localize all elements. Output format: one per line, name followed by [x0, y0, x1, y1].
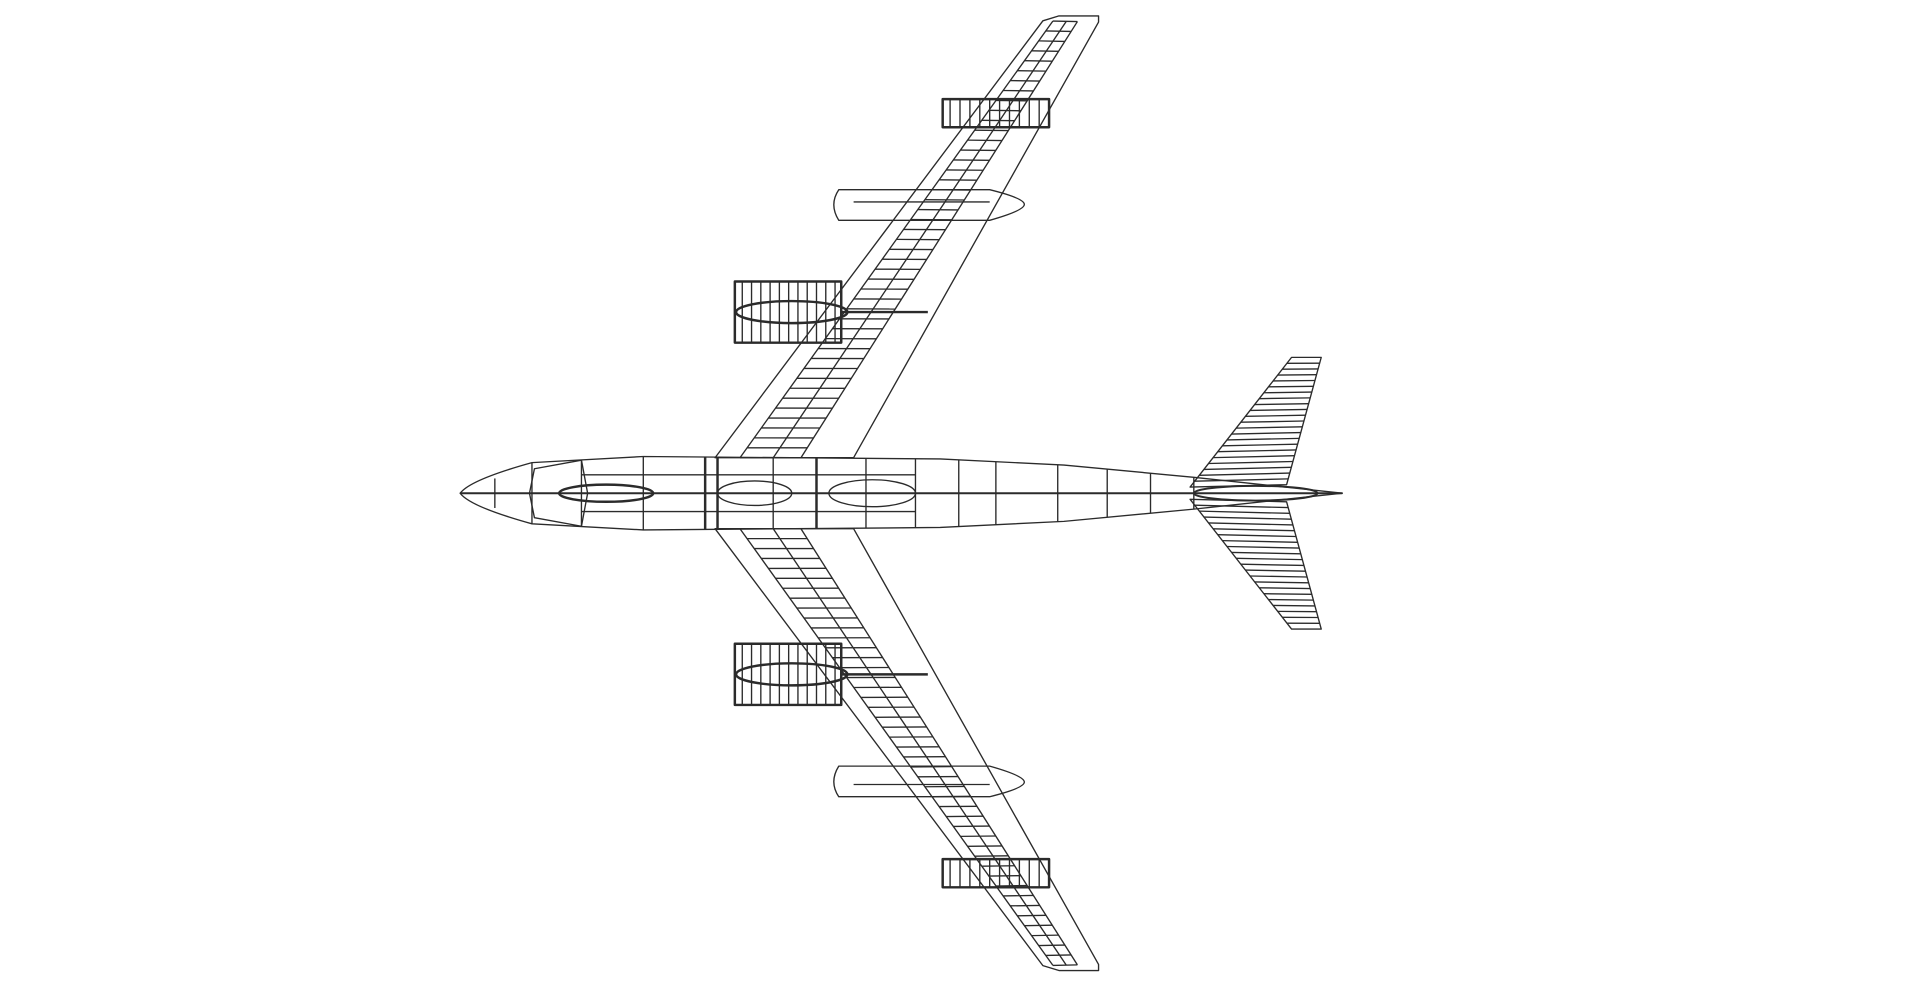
horizontal-stabilizer [1189, 356, 1322, 488]
stabilizer-rib [1208, 460, 1293, 465]
drop-tank-outline [833, 189, 1026, 221]
cockpit-detail [557, 483, 655, 504]
aircraft-half-mirrored [458, 491, 1344, 972]
stabilizer-rib [1259, 397, 1311, 400]
stabilizer-rib [1236, 426, 1303, 429]
stabilizer-rib [1222, 443, 1298, 447]
outer-engine-nacelle [941, 97, 1051, 129]
bomb-bay-detail-rear [828, 479, 917, 508]
stabilizer-rib [1250, 408, 1308, 412]
fuselage-upper-outline [459, 455, 1343, 494]
tail-cone-detail [1192, 484, 1319, 502]
stabilizer-rib [1231, 431, 1301, 435]
wing-spar [800, 21, 1078, 459]
stabilizer-rib [1263, 391, 1312, 394]
inner-engine-core [734, 299, 849, 325]
stabilizer-rib [1213, 455, 1295, 459]
stabilizer-rib [1199, 472, 1290, 476]
wing-rib [1031, 50, 1059, 52]
wing-ribs [739, 20, 1078, 459]
inner-engine-frames [741, 281, 836, 343]
canopy [528, 459, 589, 494]
stabilizer-rib [1254, 402, 1309, 406]
stabilizer-rib [1194, 478, 1289, 482]
drop-tank [833, 189, 1026, 221]
stabilizer-rib [1203, 466, 1292, 471]
wing [714, 15, 1100, 459]
stabilizer-rib [1245, 414, 1306, 418]
wing-outline [714, 15, 1100, 459]
stabilizer-ribs [1194, 362, 1320, 482]
wing-rib [1038, 40, 1065, 43]
stabilizer-rib [1217, 449, 1297, 453]
stabilizer-rib [1240, 420, 1304, 423]
outer-engine-frames [949, 99, 1040, 128]
outer-engine-pod [941, 97, 1051, 129]
stabilizer-rib [1268, 385, 1314, 388]
wing-rib [1052, 20, 1078, 23]
stabilizer-rib [1226, 437, 1300, 441]
wing-rib [1045, 30, 1072, 33]
aircraft-half [459, 15, 1343, 494]
bomb-bay-detail-front [716, 480, 793, 507]
inner-engine-pod [733, 280, 928, 344]
